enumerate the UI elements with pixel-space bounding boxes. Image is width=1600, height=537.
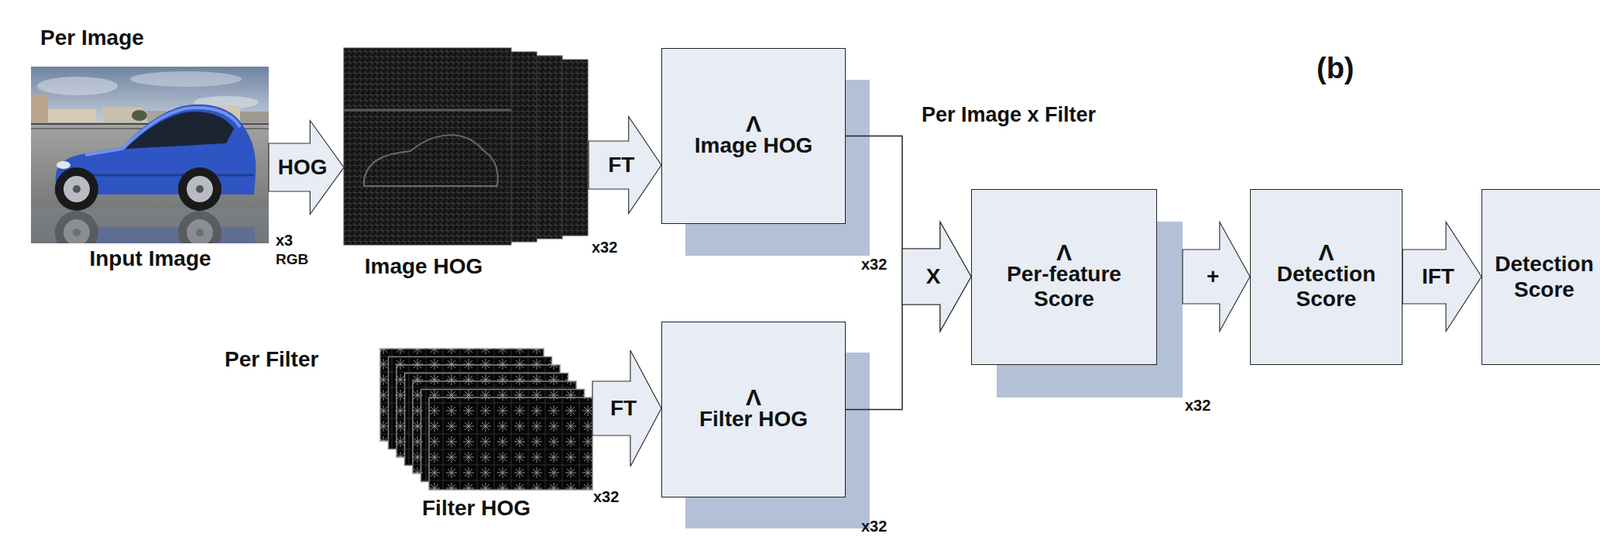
channel-label: RGB: [275, 251, 309, 268]
node-label: Detection Score: [1490, 251, 1599, 302]
block-arrow-connector: [845, 222, 972, 410]
node-label: Image HOG: [694, 133, 813, 158]
operation-label: HOG: [278, 156, 328, 179]
hog-map: [343, 48, 512, 245]
filter-texture: [429, 397, 593, 490]
per-feature-score-box: ΛPer-feature Score: [971, 188, 1158, 365]
block-arrow-connector: [1182, 222, 1250, 332]
operation-label: FT: [607, 154, 635, 176]
block-arrow-connector: [588, 116, 662, 214]
image-hog-maps: [343, 48, 588, 245]
block-arrow-connector: [845, 136, 972, 332]
hog-texture: [343, 48, 512, 245]
tree: [131, 109, 148, 121]
block-arrow: [588, 116, 662, 214]
block-arrow-connector: [592, 350, 662, 467]
node-label: Detection Score: [1258, 261, 1394, 312]
node-label: Filter HOG: [699, 406, 808, 432]
block-arrow: [902, 222, 972, 332]
block-arrow: [592, 350, 662, 467]
operation-label: +: [1206, 265, 1219, 288]
multiplicity-label: x32: [1184, 396, 1211, 414]
node-label: Per-feature Score: [979, 261, 1149, 312]
cloud: [130, 71, 242, 87]
car-photo: [30, 66, 269, 244]
operation-label: FT: [610, 397, 637, 419]
building: [48, 109, 97, 123]
multiplicity-label: x32: [591, 238, 618, 256]
fourier-detection-score-box: ΛDetection Score: [1249, 188, 1403, 365]
node-label: Input Image: [89, 246, 211, 272]
operation-label: IFT: [1421, 265, 1455, 288]
node-label: Filter HOG: [422, 495, 531, 521]
filter-card: [429, 397, 593, 490]
section-label: Per Image: [40, 26, 145, 51]
multiplicity-label: x32: [861, 255, 887, 273]
fourier-image-hog-box: ΛImage HOG: [661, 48, 846, 224]
block-arrow: [1402, 222, 1482, 332]
sky: [30, 66, 269, 123]
image-hog-stack: Image HOG: [343, 48, 589, 281]
detection-score-box: Detection Score: [1481, 188, 1600, 365]
connector-layer: [268, 116, 1482, 467]
filter-hog-stack: Filter HOG: [380, 348, 593, 524]
section-label: Per Image x Filter: [921, 103, 1096, 128]
channel-count: x3: [275, 231, 293, 249]
hog-horizon: [343, 109, 512, 112]
fourier-hat: Λ: [745, 387, 762, 408]
multiplicity-label: x32: [593, 487, 619, 505]
block-arrow: [268, 120, 344, 215]
operation-label: X: [926, 265, 941, 288]
input-image: Input Image: [30, 66, 269, 276]
filter-hog-cards: [380, 348, 593, 490]
block-arrow: [1182, 222, 1250, 332]
merge-line: [845, 276, 903, 410]
fourier-hat: Λ: [745, 113, 762, 134]
section-label: Per Filter: [224, 347, 319, 372]
car: [54, 104, 256, 211]
node-label: Image HOG: [364, 254, 483, 279]
cloud: [37, 76, 118, 96]
fourier-hat: Λ: [1318, 242, 1334, 263]
figure-tag: (b): [1316, 52, 1355, 86]
building: [240, 111, 269, 123]
block-arrow: [902, 222, 972, 332]
merge-line: [845, 136, 903, 278]
block-arrow-connector: [1402, 222, 1482, 332]
fourier-filter-hog-box: ΛFilter HOG: [661, 321, 846, 498]
block-arrow-connector: [268, 120, 344, 215]
car-reflection: [54, 210, 256, 244]
multiplicity-label: x32: [861, 517, 887, 535]
building: [30, 94, 49, 123]
fourier-hat: Λ: [1056, 242, 1072, 263]
hog-car-outline: [363, 134, 498, 186]
